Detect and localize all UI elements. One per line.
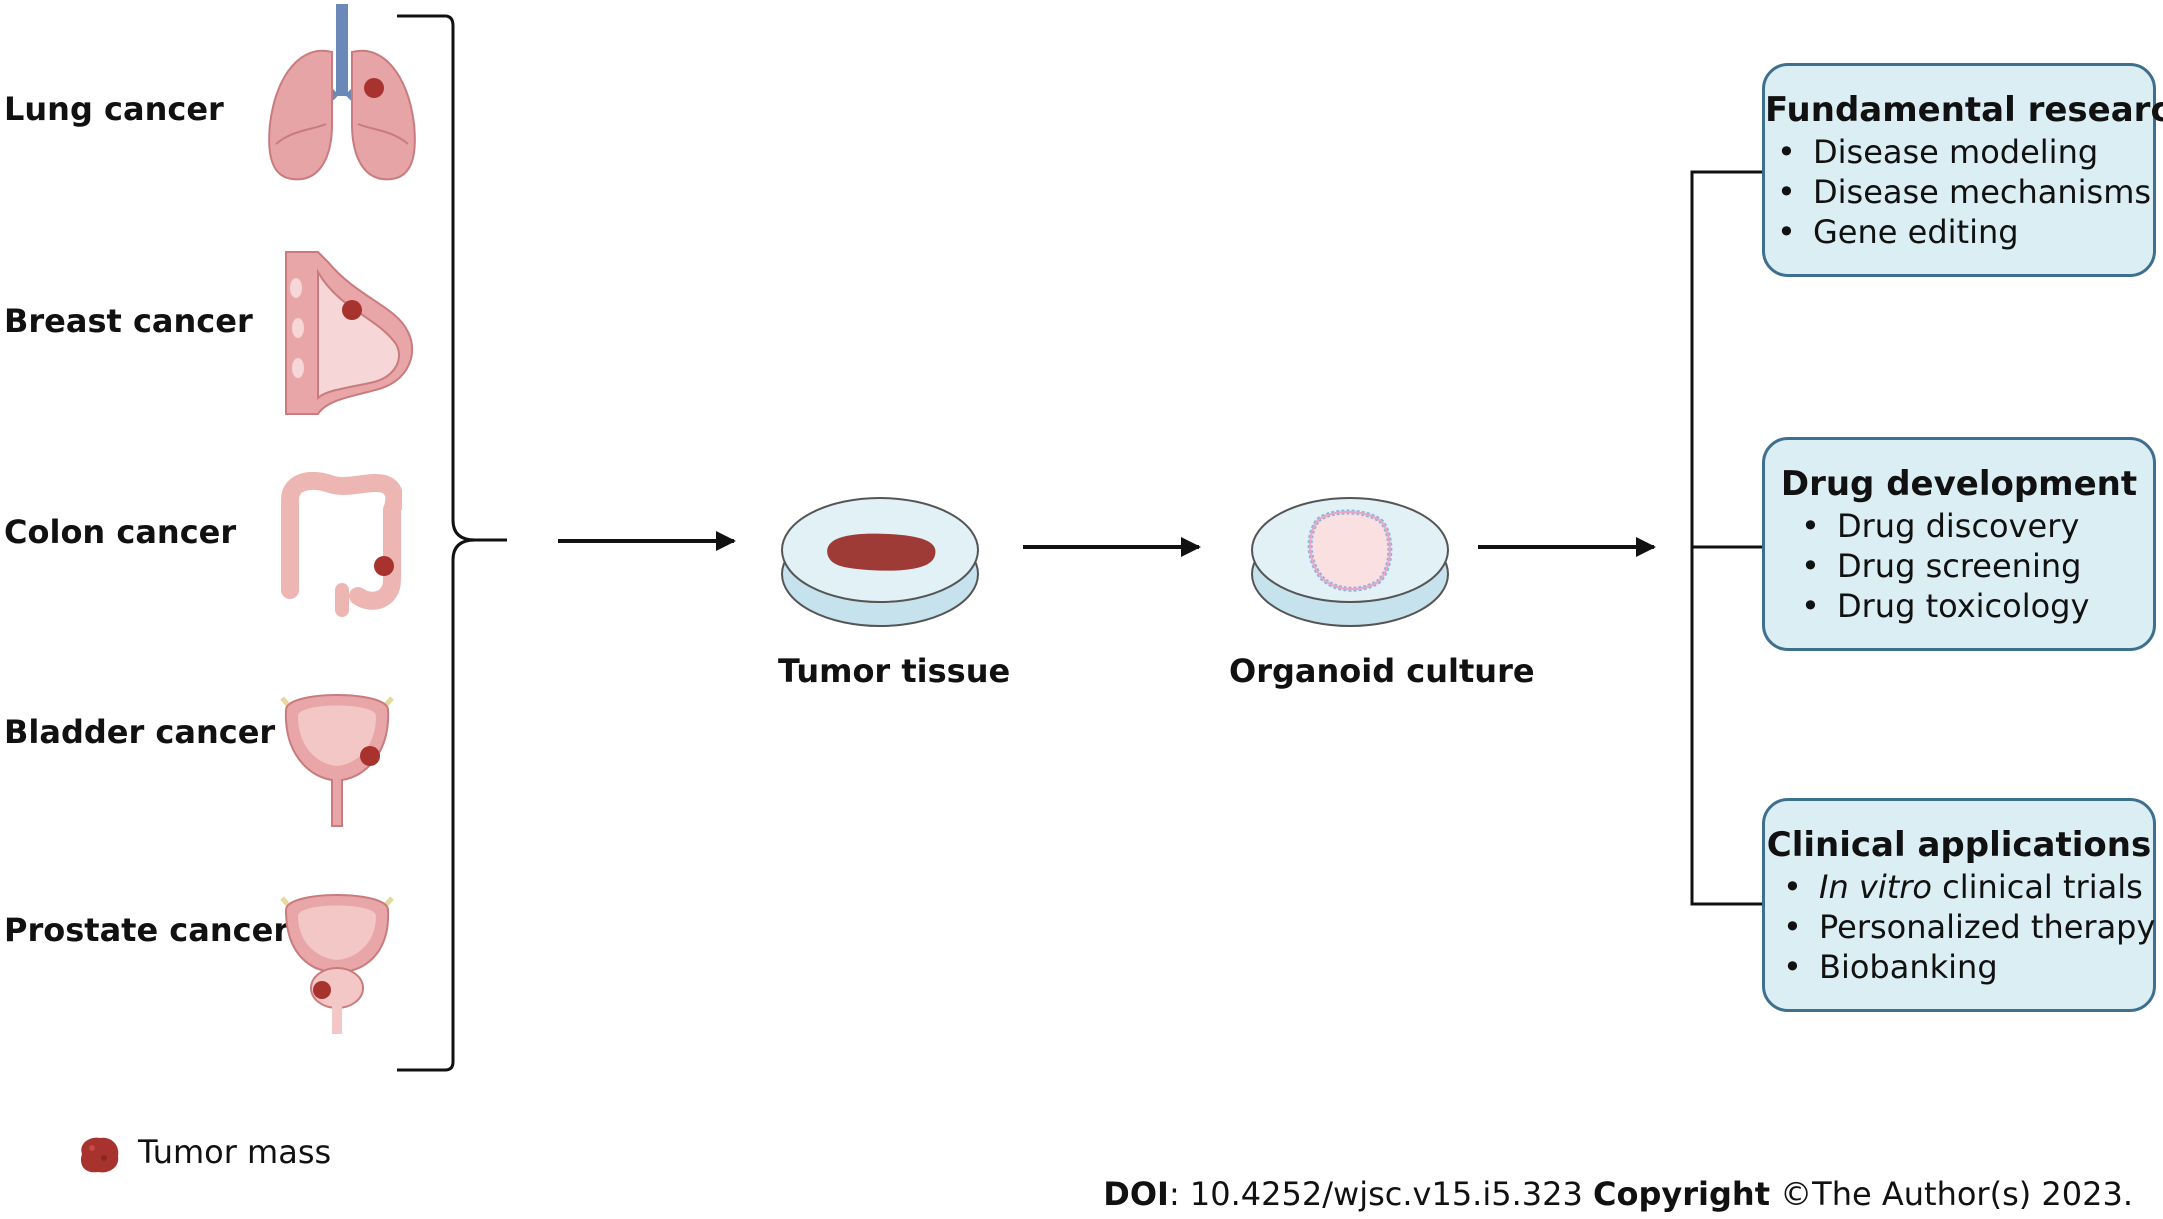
list-item: •Biobanking xyxy=(1783,948,1998,986)
list-item: •Drug toxicology xyxy=(1801,587,2090,625)
tumor-mass-prostate xyxy=(313,981,331,999)
list-item: •In vitro clinical trials xyxy=(1783,868,2143,906)
cancer-label-lung: Lung cancer xyxy=(4,90,224,128)
petri-dish-organoid-icon xyxy=(1251,497,1449,627)
application-connector xyxy=(1690,170,1763,906)
list-item: •Personalized therapy xyxy=(1783,908,2156,946)
tumor-mass-legend-icon xyxy=(80,1137,119,1173)
step-label-tumor-tissue: Tumor tissue xyxy=(778,652,1011,690)
app-title: Fundamental research xyxy=(1765,90,2163,130)
list-item: •Drug screening xyxy=(1801,547,2082,585)
app-box-drug-development: Drug development •Drug discovery •Drug s… xyxy=(1762,437,2156,651)
tumor-mass-bladder xyxy=(360,746,380,766)
prostate-icon xyxy=(280,894,394,1034)
app-box-fundamental-research: Fundamental research •Disease modeling •… xyxy=(1762,63,2163,277)
app-title: Drug development xyxy=(1780,464,2138,504)
footer-citation: DOI: 10.4252/wjsc.v15.i5.323 Copyright ©… xyxy=(1103,1175,2133,1213)
tumor-mass-colon xyxy=(374,556,394,576)
legend-label: Tumor mass xyxy=(138,1133,332,1171)
breast-icon xyxy=(285,251,413,415)
app-title: Clinical applications xyxy=(1766,825,2152,865)
tumor-mass-breast xyxy=(342,300,362,320)
colon-icon xyxy=(281,472,402,617)
bracket xyxy=(397,14,507,1072)
list-item: •Gene editing xyxy=(1777,213,2019,251)
italic-prefix: In vitro xyxy=(1819,868,1932,906)
list-item: •Disease modeling xyxy=(1777,133,2099,171)
app-list: •Drug discovery •Drug screening •Drug to… xyxy=(1801,506,2089,626)
petri-dish-tumor-icon xyxy=(781,497,979,627)
app-list: •In vitro clinical trials •Personalized … xyxy=(1783,867,2155,987)
cancer-label-colon: Colon cancer xyxy=(4,513,237,551)
cancer-label-breast: Breast cancer xyxy=(4,302,253,340)
step-label-organoid-culture: Organoid culture xyxy=(1229,652,1535,690)
app-box-clinical-applications: Clinical applications •In vitro clinical… xyxy=(1762,798,2156,1012)
lung-icon xyxy=(268,4,416,181)
cancer-label-prostate: Prostate cancer xyxy=(4,911,290,949)
tumor-mass-lung xyxy=(364,78,384,98)
app-list: •Disease modeling •Disease mechanisms •G… xyxy=(1777,132,2151,252)
cancer-label-bladder: Bladder cancer xyxy=(4,713,276,751)
list-item: •Disease mechanisms xyxy=(1777,173,2152,211)
bladder-icon xyxy=(280,694,394,827)
list-item: •Drug discovery xyxy=(1801,507,2080,545)
